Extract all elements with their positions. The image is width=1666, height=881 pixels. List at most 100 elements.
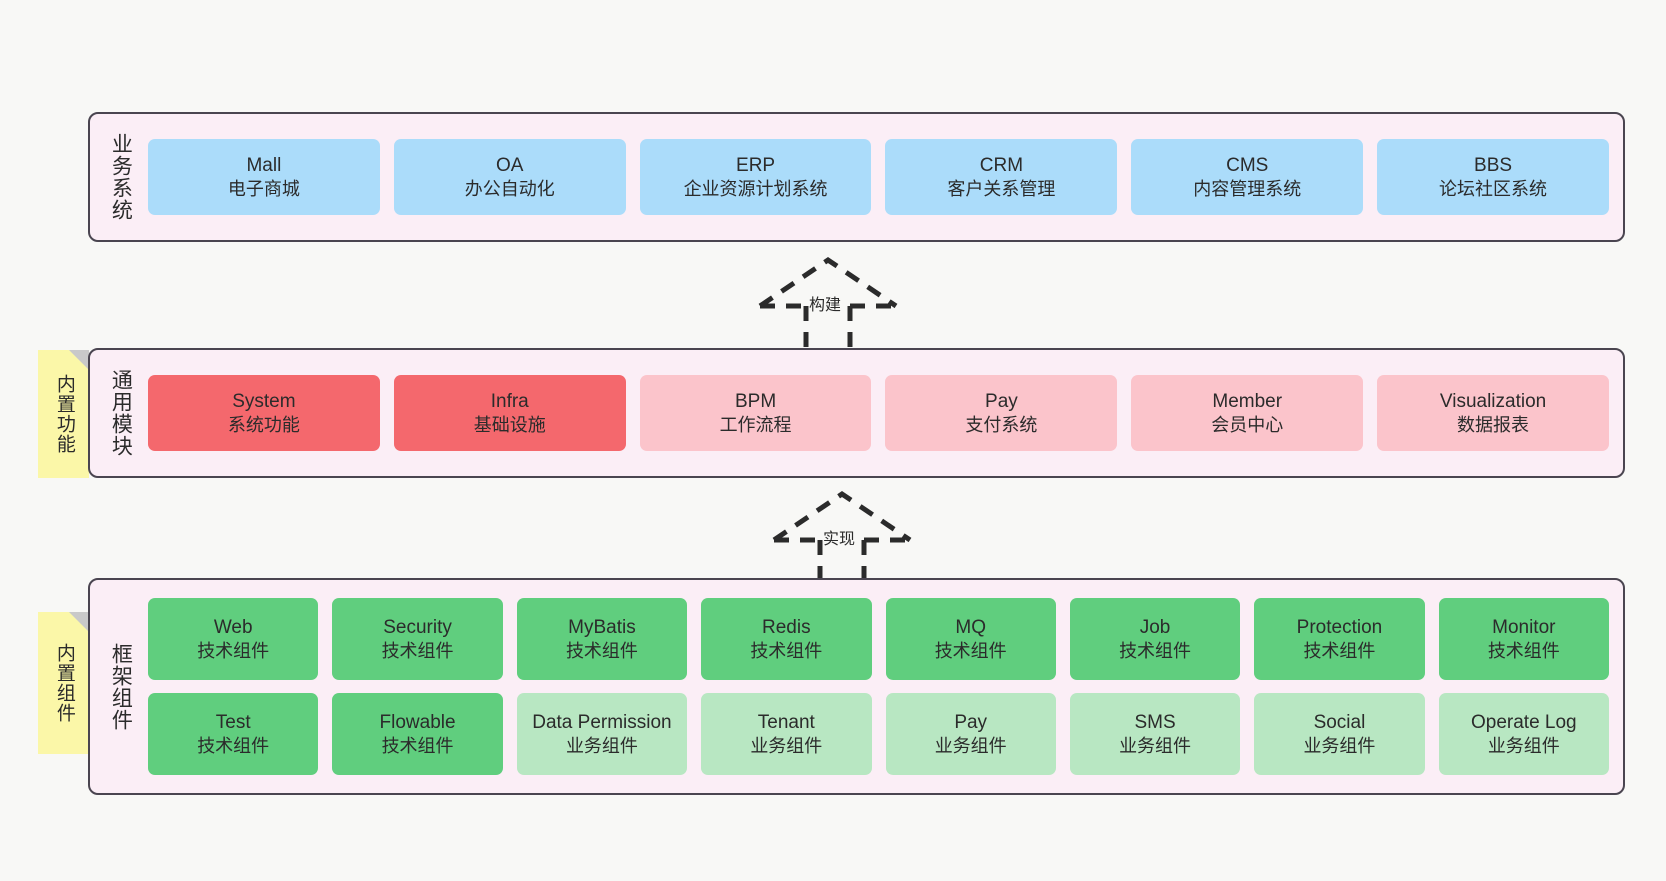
node-subtitle: 企业资源计划系统 [683,178,828,199]
layer-row: Test 技术组件 Flowable 技术组件 Data Permission … [148,693,1609,775]
node-mybatis[interactable]: MyBatis 技术组件 [516,598,688,680]
node-title: Mall [246,154,282,176]
node-title: MyBatis [568,616,636,638]
layer-business-system[interactable]: 业务系统 Mall 电子商城 OA 办公自动化 ERP 企业资源计划系统 CRM… [88,112,1625,242]
node-title: Member [1212,390,1283,412]
node-title: System [232,390,296,412]
node-subtitle: 技术组件 [565,640,638,661]
layer-row: Mall 电子商城 OA 办公自动化 ERP 企业资源计划系统 CRM 客户关系… [148,139,1609,215]
node-title: Visualization [1439,390,1547,412]
note-builtin-component[interactable]: 内置组件 [38,612,89,754]
layer-body-business-system: Mall 电子商城 OA 办公自动化 ERP 企业资源计划系统 CRM 客户关系… [142,114,1623,240]
node-bpm[interactable]: BPM 工作流程 [639,375,872,451]
node-protection[interactable]: Protection 技术组件 [1254,598,1425,680]
node-mall[interactable]: Mall 电子商城 [148,139,380,215]
node-title: Flowable [379,711,456,733]
node-subtitle: 技术组件 [197,735,270,756]
connector-implement: 实现 [772,490,912,582]
node-subtitle: 技术组件 [381,640,454,661]
note-fold-corner-icon [69,612,89,632]
node-title: Social [1313,711,1366,733]
node-system[interactable]: System 系统功能 [148,375,380,451]
node-bbs[interactable]: BBS 论坛社区系统 [1377,139,1609,215]
node-title: OA [496,154,524,176]
node-subtitle: 内容管理系统 [1193,178,1302,199]
note-fold-corner-icon [69,350,89,370]
node-title: Data Permission [532,711,672,733]
node-pay[interactable]: Pay 支付系统 [885,375,1118,451]
node-subtitle: 业务组件 [1119,735,1192,756]
node-subtitle: 技术组件 [1119,640,1192,661]
node-title: Pay [985,390,1018,412]
node-title: MQ [955,616,986,638]
node-social[interactable]: Social 业务组件 [1254,693,1425,775]
node-sms[interactable]: SMS 业务组件 [1069,693,1241,775]
node-mq[interactable]: MQ 技术组件 [885,598,1056,680]
node-erp[interactable]: ERP 企业资源计划系统 [639,139,872,215]
node-subtitle: 客户关系管理 [947,178,1056,199]
note-text: 内置功能 [53,374,75,454]
layer-label-common-module: 通用模块 [109,369,133,457]
connector-label-build: 构建 [809,297,842,314]
node-title: Infra [490,390,529,412]
node-title: BBS [1474,154,1513,176]
layer-label-framework-component: 框架组件 [109,642,133,731]
node-subtitle: 技术组件 [1303,640,1376,661]
node-title: Tenant [757,711,815,733]
node-subtitle: 数据报表 [1457,414,1530,435]
node-monitor[interactable]: Monitor 技术组件 [1438,598,1609,680]
node-infra[interactable]: Infra 基础设施 [393,375,626,451]
layer-body-common-module: System 系统功能 Infra 基础设施 BPM 工作流程 Pay 支付系统… [142,350,1623,476]
layer-row: System 系统功能 Infra 基础设施 BPM 工作流程 Pay 支付系统… [148,375,1609,451]
node-crm[interactable]: CRM 客户关系管理 [885,139,1118,215]
node-test[interactable]: Test 技术组件 [148,693,319,775]
node-tenant[interactable]: Tenant 业务组件 [701,693,872,775]
node-subtitle: 业务组件 [750,735,823,756]
node-subtitle: 技术组件 [1487,640,1560,661]
connector-build: 构建 [758,256,898,348]
node-title: CMS [1226,154,1269,176]
node-operate-log[interactable]: Operate Log 业务组件 [1438,693,1609,775]
node-flowable[interactable]: Flowable 技术组件 [332,693,503,775]
node-pay-business[interactable]: Pay 业务组件 [885,693,1056,775]
node-subtitle: 业务组件 [934,735,1007,756]
node-security[interactable]: Security 技术组件 [332,598,503,680]
node-subtitle: 技术组件 [934,640,1007,661]
node-title: Redis [762,616,811,638]
node-title: Operate Log [1470,711,1577,733]
node-title: Job [1139,616,1171,638]
node-member[interactable]: Member 会员中心 [1131,375,1364,451]
node-data-permission[interactable]: Data Permission 业务组件 [516,693,688,775]
node-title: Protection [1296,616,1383,638]
node-oa[interactable]: OA 办公自动化 [393,139,626,215]
node-job[interactable]: Job 技术组件 [1069,598,1241,680]
node-title: Monitor [1492,616,1556,638]
layer-row: Web 技术组件 Security 技术组件 MyBatis 技术组件 Redi… [148,598,1609,680]
node-title: ERP [736,154,776,176]
layer-common-module[interactable]: 通用模块 System 系统功能 Infra 基础设施 BPM 工作流程 Pay… [88,348,1625,478]
node-subtitle: 技术组件 [381,735,454,756]
node-title: Web [213,616,253,638]
node-cms[interactable]: CMS 内容管理系统 [1131,139,1364,215]
node-visualization[interactable]: Visualization 数据报表 [1377,375,1609,451]
note-builtin-function[interactable]: 内置功能 [38,350,89,478]
layer-framework-component[interactable]: 框架组件 Web 技术组件 Security 技术组件 MyBatis 技术组件… [88,578,1625,795]
node-subtitle: 业务组件 [1303,735,1376,756]
node-subtitle: 系统功能 [227,414,300,435]
node-subtitle: 技术组件 [197,640,270,661]
node-title: CRM [979,154,1024,176]
node-title: Test [215,711,251,733]
node-subtitle: 工作流程 [719,414,792,435]
node-subtitle: 办公自动化 [464,178,555,199]
node-subtitle: 基础设施 [473,414,546,435]
node-subtitle: 技术组件 [750,640,823,661]
node-subtitle: 业务组件 [565,735,638,756]
node-title: SMS [1134,711,1176,733]
node-web[interactable]: Web 技术组件 [148,598,319,680]
node-subtitle: 论坛社区系统 [1439,178,1548,199]
node-redis[interactable]: Redis 技术组件 [701,598,872,680]
layer-label-business-system: 业务系统 [109,133,133,221]
node-title: Pay [954,711,988,733]
node-subtitle: 业务组件 [1487,735,1560,756]
